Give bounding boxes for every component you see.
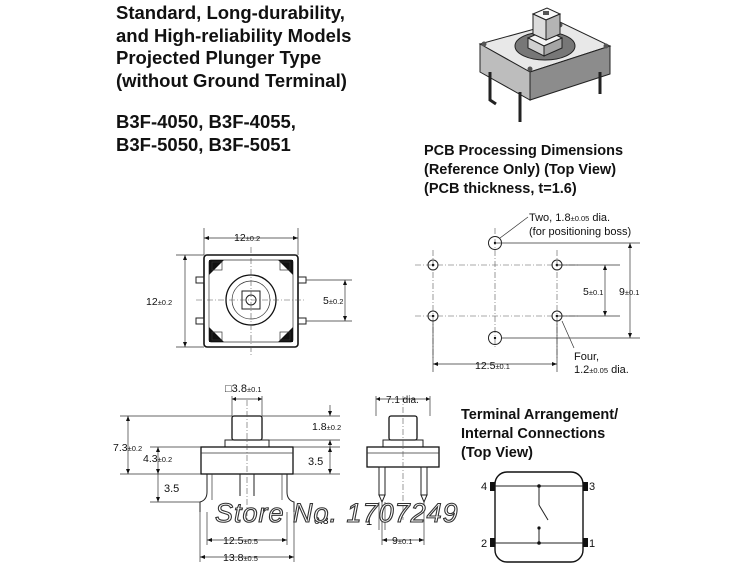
switch-3d-illustration <box>478 7 612 122</box>
top-width-dim: 12±0.2 <box>234 232 260 244</box>
pcb-hole-pattern <box>415 216 640 372</box>
pin-label-3: 3 <box>589 481 595 493</box>
pcb-12-5-dim: 12.5±0.1 <box>475 360 510 372</box>
plunger-square-dim: □3.8±0.1 <box>225 383 262 395</box>
terminal-title-line: Internal Connections <box>461 426 606 442</box>
front-12-5-dim: 12.5±0.5 <box>223 535 258 547</box>
pcb-5-dim: 5±0.1 <box>583 286 603 298</box>
title-line: and High-reliability Models <box>116 24 352 46</box>
title-line: Projected Plunger Type <box>116 47 322 68</box>
title-line: Standard, Long-durability, <box>116 2 345 23</box>
terminal-title-line: (Top View) <box>461 445 533 461</box>
store-watermark: Store No. 1707249 <box>215 498 459 528</box>
hole-note: Four, <box>574 351 599 363</box>
pin-label-1: 1 <box>589 538 595 550</box>
terminal-section-title: Terminal Arrangement/ Internal Connectio… <box>461 406 618 463</box>
top-pitch-dim: 5±0.2 <box>323 295 343 307</box>
model-numbers: B3F-4050, B3F-4055, B3F-5050, B3F-5051 <box>116 110 296 156</box>
pcb-9-dim: 9±0.1 <box>619 286 639 298</box>
pin-label-2: 2 <box>481 538 487 550</box>
front-13-8-dim: 13.8±0.5 <box>223 552 258 564</box>
pcb-title-line: (Reference Only) (Top View) <box>424 162 617 178</box>
front-view-drawing <box>120 396 340 562</box>
terminal-title-line: Terminal Arrangement/ <box>461 407 619 423</box>
plunger-height-dim: 1.8±0.2 <box>312 421 341 433</box>
top-view-drawing <box>176 228 352 355</box>
hole-note-sub: 1.2±0.05 dia. <box>574 364 629 376</box>
title-line: (without Ground Terminal) <box>116 69 347 91</box>
side-dia-dim: 7.1 dia. <box>386 395 419 406</box>
body-height-dim: 4.3±0.2 <box>143 453 172 465</box>
model-line: B3F-5050, B3F-5051 <box>116 134 291 155</box>
side-view-drawing <box>366 396 440 545</box>
pcb-title-line: (PCB thickness, t=1.6) <box>424 181 577 197</box>
terminal-0-3-dim: 0.3 <box>314 515 329 527</box>
pin-label-4: 4 <box>481 481 487 493</box>
pcb-title-line: PCB Processing Dimensions <box>424 143 624 159</box>
boss-note: Two, 1.8±0.05 dia. <box>529 212 610 224</box>
product-title: Standard, Long-durability, and High-reli… <box>116 2 351 92</box>
model-line: B3F-4050, B3F-4055, <box>116 111 296 132</box>
top-height-dim: 12±0.2 <box>146 296 172 308</box>
body-3-5-dim: 3.5 <box>308 456 323 468</box>
terminal-3-5-dim: 3.5 <box>164 483 179 495</box>
side-9-dim: 9±0.1 <box>392 535 412 547</box>
side-1-dim: 1 <box>366 516 372 528</box>
pcb-section-title: PCB Processing Dimensions (Reference Onl… <box>424 142 623 199</box>
boss-note-sub: (for positioning boss) <box>529 226 631 238</box>
overall-height-dim: 7.3±0.2 <box>113 442 142 454</box>
terminal-diagram <box>490 471 588 563</box>
